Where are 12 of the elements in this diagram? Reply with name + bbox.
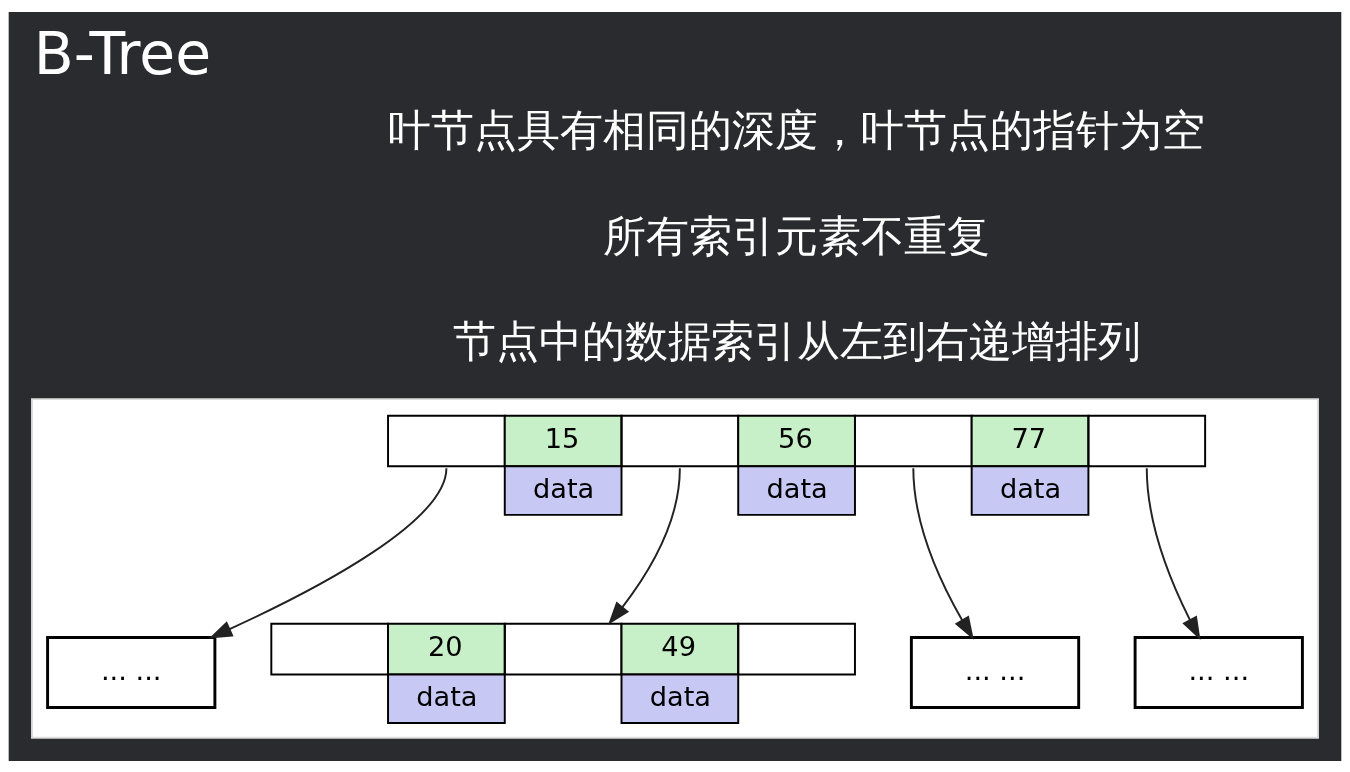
arrow (608, 466, 681, 625)
label: 节点中的数据索引从左到右递增排列 (452, 315, 1141, 366)
label: 所有索引元素不重复 (603, 210, 991, 261)
node-box: ... ... (46, 635, 217, 709)
diagram-title: B-Tree (33, 19, 212, 88)
arrow (1145, 466, 1201, 640)
label: 叶节点具有相同的深度，叶节点的指针为空 (388, 104, 1206, 155)
arrow (208, 466, 448, 638)
arrow (912, 466, 974, 640)
node-box: ... ... (909, 635, 1081, 709)
node-box: ... ... (1133, 635, 1304, 709)
cluster (31, 397, 1319, 739)
